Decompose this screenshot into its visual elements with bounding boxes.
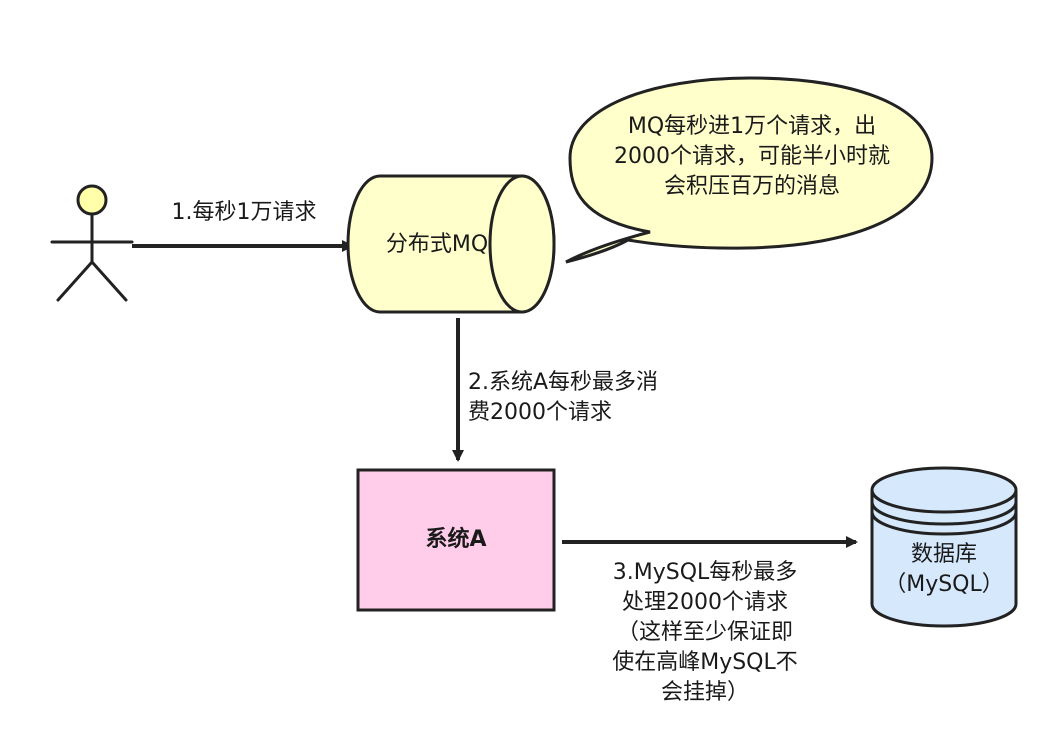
edge-label-system-db: 3.MySQL每秒最多 处理2000个请求 （这样至少保证即 使在高峰MySQL…: [612, 560, 798, 705]
mq-label: 分布式MQ: [385, 232, 489, 257]
system-a-label: 系统A: [425, 527, 487, 552]
actor-icon: [50, 184, 134, 302]
edge-label-mq-system: 2.系统A每秒最多消 费2000个请求: [468, 370, 659, 425]
bubble-text: MQ每秒进1万个请求，出 2000个请求，可能半小时就 会积压百万的消息: [614, 114, 890, 199]
database-label: 数据库 （MySQL）: [884, 542, 1004, 597]
speech-bubble: [565, 76, 934, 264]
mq-node: [346, 174, 556, 314]
system-a-node: [356, 468, 556, 612]
edge-label-user-mq: 1.每秒1万请求: [171, 200, 317, 225]
database-node: [870, 466, 1018, 628]
